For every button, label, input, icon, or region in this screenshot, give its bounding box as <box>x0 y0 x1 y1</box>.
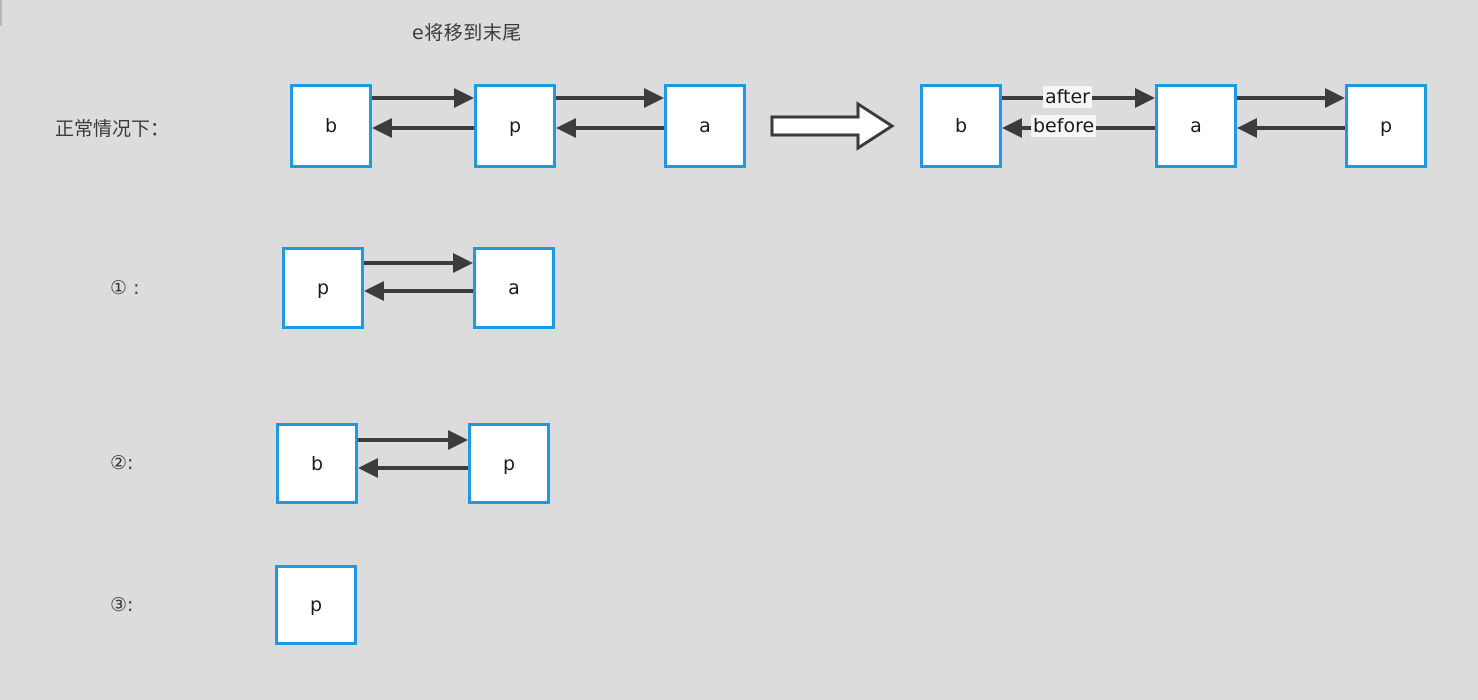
link-row1-left-1-2 <box>372 84 474 168</box>
link-row1-right-2-3 <box>1237 84 1345 168</box>
node-row1-left-2: p <box>474 84 556 168</box>
link-row1-left-2-3 <box>556 84 664 168</box>
node-row2-1: p <box>282 247 364 329</box>
edge-label-before: before <box>1031 115 1097 137</box>
node-row4-1: p <box>275 565 357 645</box>
arrow-backward-icon <box>556 118 664 138</box>
node-row3-2: p <box>468 423 550 504</box>
node-row1-left-3: a <box>664 84 746 168</box>
arrow-backward-icon <box>1237 118 1345 138</box>
edge-label-after: after <box>1043 86 1092 108</box>
arrow-forward-icon <box>556 88 664 108</box>
row-label-normal: 正常情况下： <box>55 118 170 140</box>
link-row3-1-2 <box>358 423 468 504</box>
row-label-step-1: ① : <box>110 277 140 299</box>
arrow-forward-icon <box>372 88 474 108</box>
node-row1-right-1: b <box>920 84 1002 168</box>
node-row3-1: b <box>276 423 358 504</box>
node-row2-2: a <box>473 247 555 329</box>
arrow-forward-icon <box>1237 88 1345 108</box>
row-label-step-2: ②: <box>110 452 134 474</box>
node-row1-right-2: a <box>1155 84 1237 168</box>
row-label-step-3: ③: <box>110 594 134 616</box>
arrow-forward-icon <box>358 430 468 450</box>
arrow-forward-icon <box>364 253 473 273</box>
arrow-backward-icon <box>358 458 468 478</box>
node-row1-left-1: b <box>290 84 372 168</box>
node-row1-right-3: p <box>1345 84 1427 168</box>
arrow-backward-icon <box>364 281 473 301</box>
block-arrow-right-icon <box>770 100 896 152</box>
link-row2-1-2 <box>364 247 473 329</box>
window-edge-line <box>0 0 2 26</box>
page-title: e将移到末尾 <box>412 22 522 44</box>
arrow-backward-icon <box>372 118 474 138</box>
